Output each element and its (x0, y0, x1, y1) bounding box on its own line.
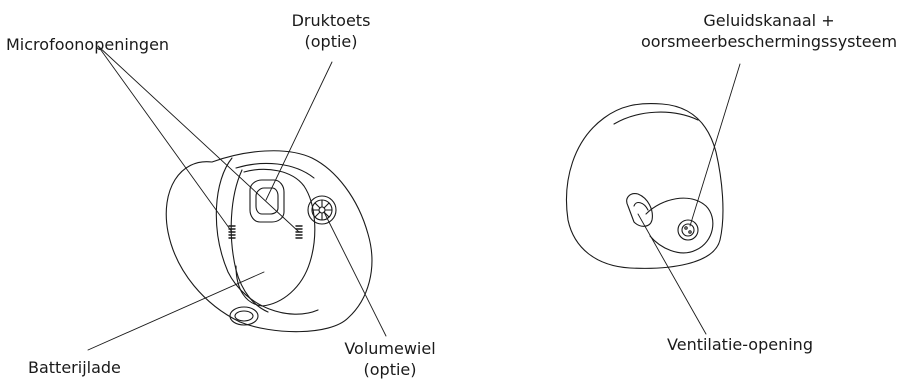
label-volume-wheel-line2: (optie) (363, 360, 417, 379)
label-volume-wheel-line1: Volumewiel (344, 339, 436, 358)
label-battery-drawer: Batterijlade (28, 357, 121, 378)
leader-mic-right (97, 45, 300, 233)
canal-shell-outline (565, 102, 724, 269)
hearing-aid-canal-view (565, 102, 724, 269)
canal-shell-top-line (613, 111, 699, 125)
face-top-curve (235, 162, 315, 179)
vent-inner (633, 201, 649, 211)
label-sound-channel: Geluidskanaal + oorsmeerbeschermingssyst… (640, 10, 898, 52)
leader-battery-drawer (87, 271, 265, 351)
leader-volume-wheel (323, 211, 387, 337)
label-push-button-line2: (optie) (304, 32, 358, 51)
leader-vent-opening (637, 213, 707, 335)
leader-sound-channel (689, 63, 741, 227)
vent-opening (626, 193, 653, 227)
sound-channel (677, 219, 699, 241)
label-push-button: Druktoets (optie) (266, 10, 396, 52)
center-body (235, 168, 316, 307)
leader-lines-right (637, 63, 741, 335)
label-sound-channel-line1: Geluidskanaal + (703, 11, 835, 30)
leader-push-button (265, 61, 333, 201)
volume-wheel (307, 195, 337, 225)
face-left-panel (230, 169, 269, 313)
label-sound-channel-line2: oorsmeerbeschermingssysteem (640, 32, 898, 51)
leader-lines-left (87, 45, 387, 351)
device-face-outline (215, 157, 319, 315)
battery-drawer (229, 306, 259, 326)
label-volume-wheel: Volumewiel (optie) (320, 338, 460, 380)
label-battery-drawer-text: Batterijlade (28, 358, 121, 377)
label-microphone-openings: Microfoonopeningen (6, 34, 169, 55)
leader-mic-left (97, 45, 233, 233)
label-vent-opening-text: Ventilatie-opening (667, 335, 813, 354)
device-shell-outline (165, 150, 373, 333)
hearing-aid-faceplate-view (165, 150, 373, 333)
label-vent-opening: Ventilatie-opening (640, 334, 840, 355)
push-button (249, 179, 285, 223)
label-push-button-line1: Druktoets (291, 11, 371, 30)
label-microphone-openings-text: Microfoonopeningen (6, 35, 170, 54)
push-button-inner (255, 187, 279, 215)
canal-tip (645, 197, 714, 254)
